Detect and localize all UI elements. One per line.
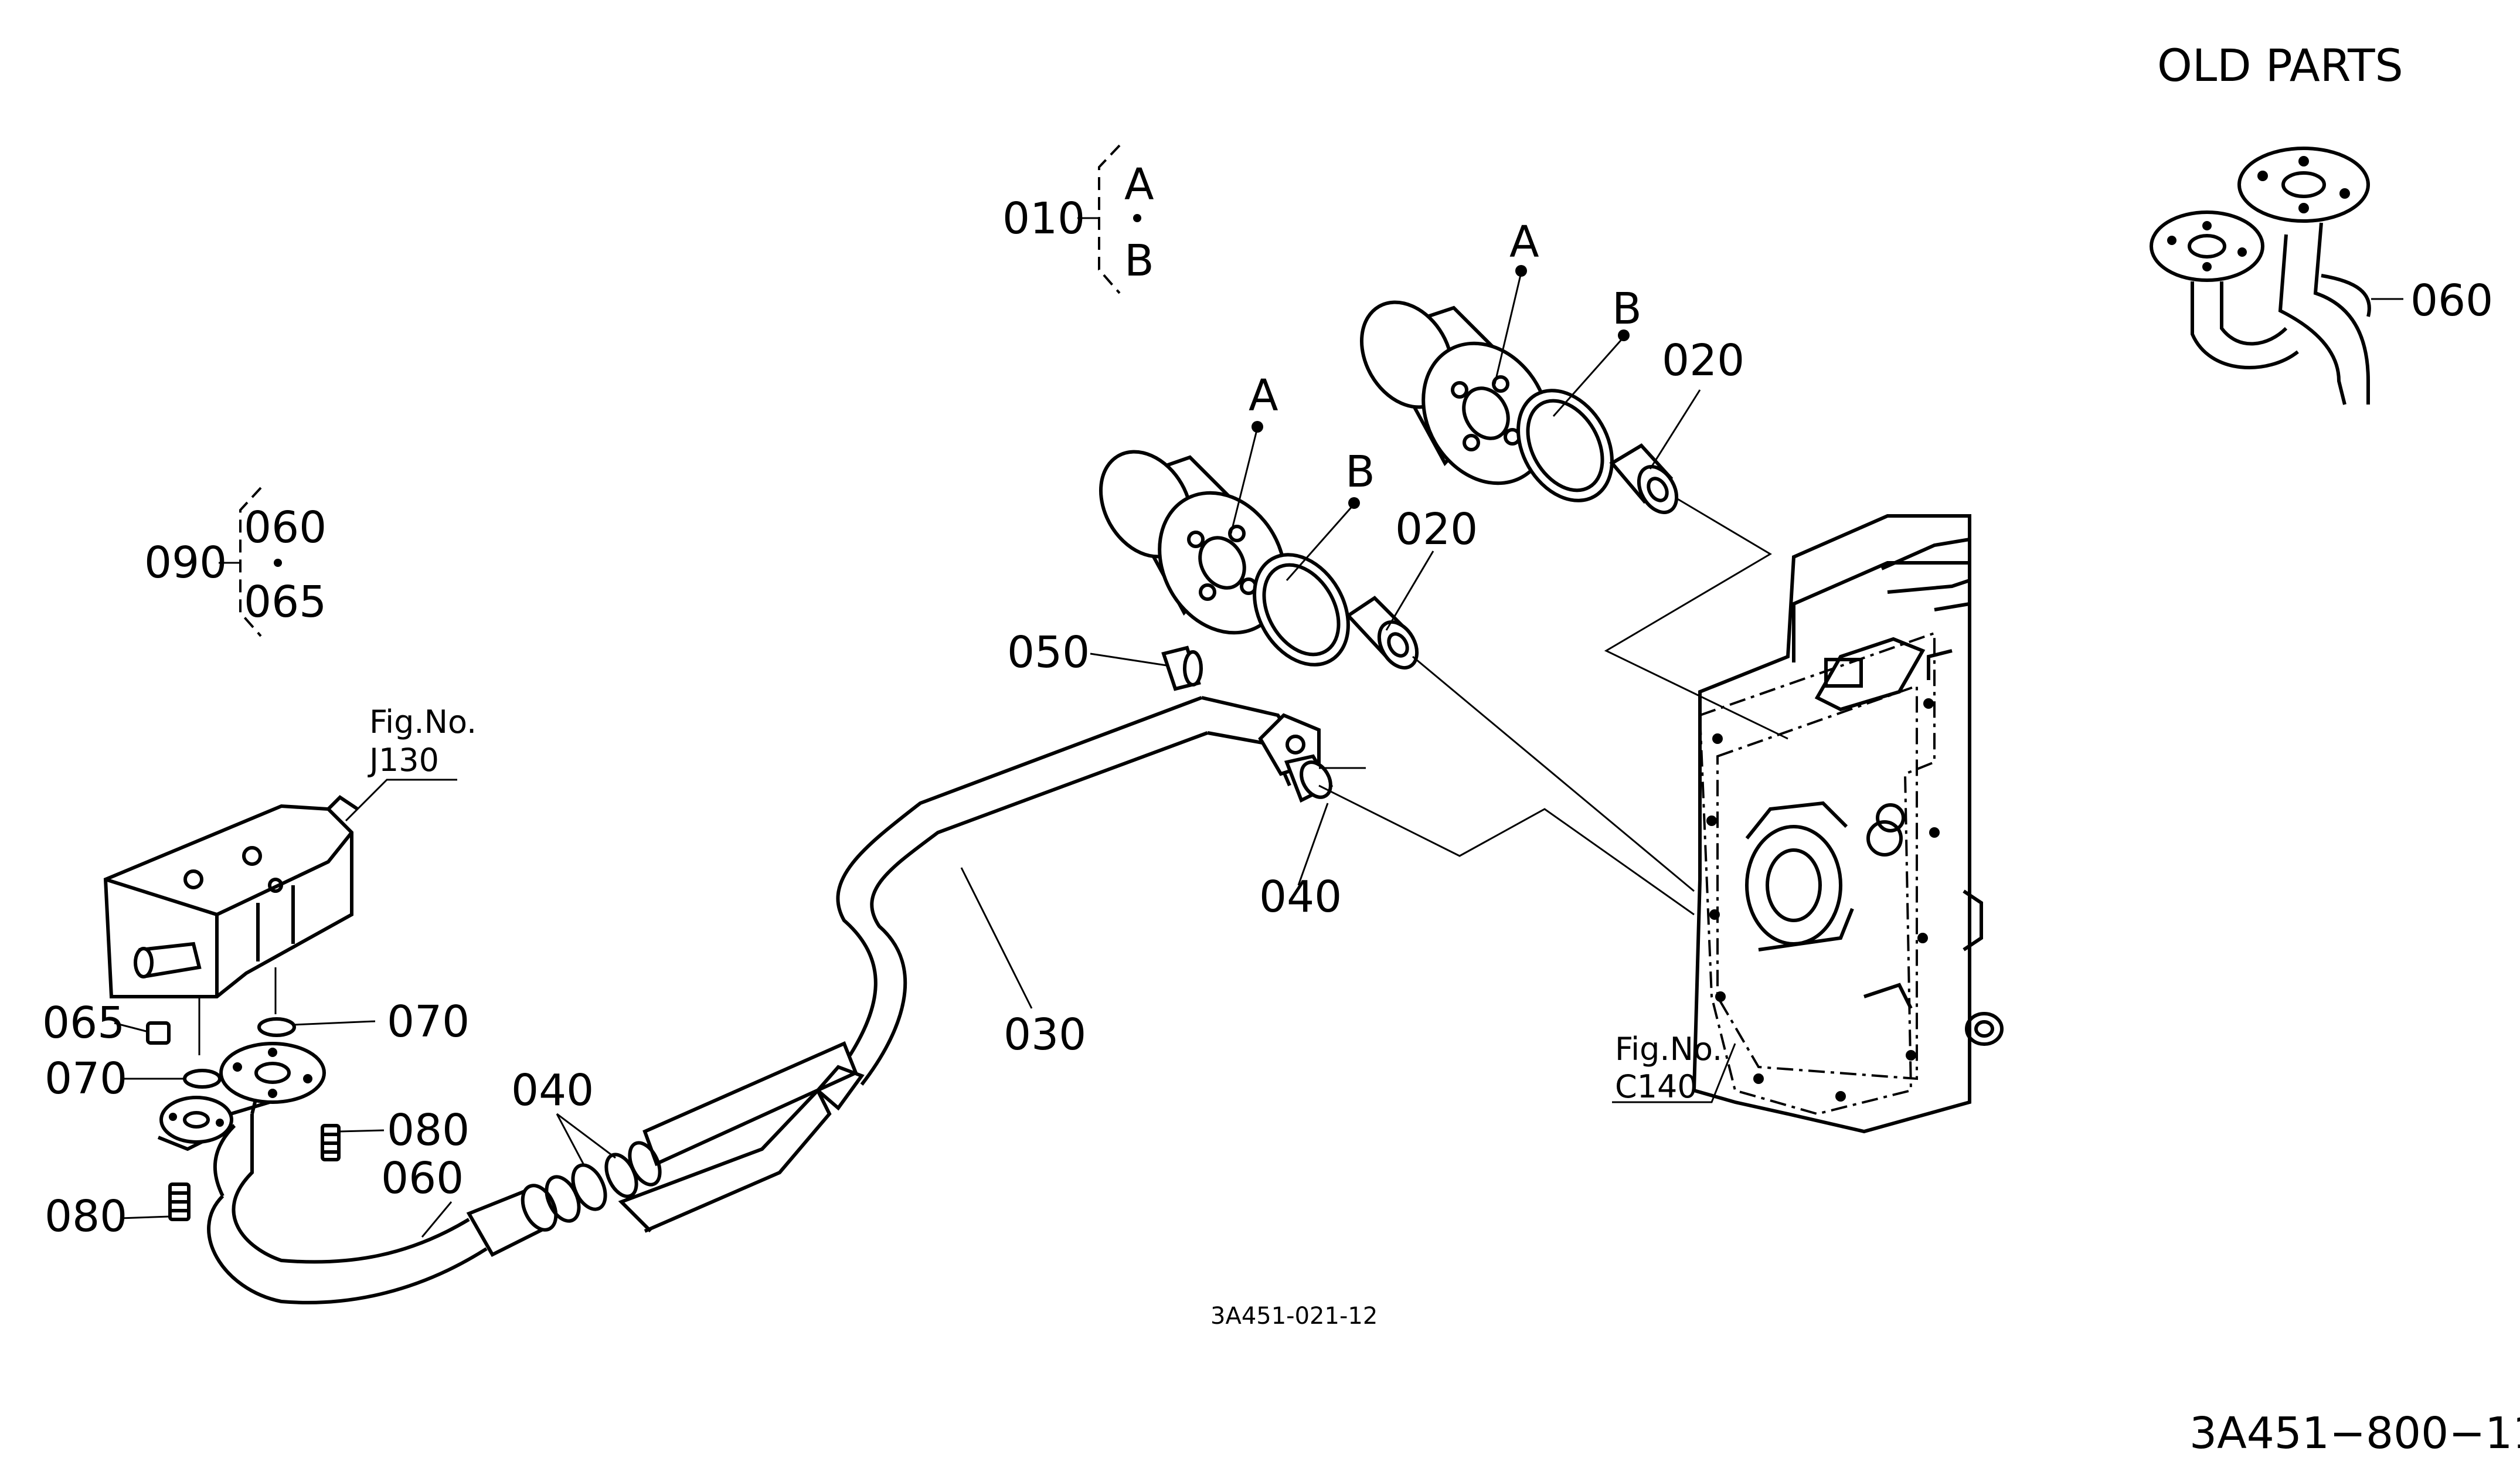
label-filter-lower-020: 020 — [1395, 504, 1478, 555]
label-040-right: 040 — [1259, 872, 1342, 922]
ref-c140-line2: C140 — [1615, 1068, 1698, 1105]
drawing-code: 3A451-021-12 — [1210, 1303, 1378, 1330]
transmission-housing — [1692, 514, 2004, 1134]
oil-filter-upper — [1359, 300, 1550, 485]
suction-pipe — [157, 1042, 488, 1304]
ref-j130-line1: Fig.No. — [369, 704, 477, 740]
label-090: 090 — [144, 538, 227, 588]
old-parts-pipe — [2150, 147, 2371, 405]
o-ring-070-left — [183, 1069, 222, 1089]
bolt-080-left — [168, 1182, 191, 1221]
label-filter-lower-b: B — [1345, 447, 1375, 497]
hydraulic-pump — [103, 795, 359, 1055]
label-010-b: B — [1124, 236, 1154, 286]
label-010-a: A — [1124, 159, 1154, 210]
bolt-080-right — [321, 1124, 341, 1161]
filter-gasket-lower — [1253, 553, 1350, 667]
label-040-left: 040 — [511, 1065, 594, 1116]
plug-065 — [146, 1021, 171, 1045]
label-080-right: 080 — [387, 1105, 470, 1156]
old-parts-heading: OLD PARTS — [2157, 39, 2403, 91]
o-ring-070-right — [257, 1017, 296, 1037]
label-090-065: 065 — [244, 577, 327, 627]
filter-nipple-upper — [1609, 443, 1679, 514]
label-010: 010 — [1002, 193, 1085, 244]
label-090-060: 060 — [244, 502, 327, 553]
label-030: 030 — [1004, 1010, 1086, 1060]
delivery-pipe — [618, 696, 1334, 1233]
label-filter-upper-020: 020 — [1662, 335, 1744, 386]
ref-j130-line2: J130 — [368, 742, 439, 779]
label-065: 065 — [42, 998, 125, 1048]
label-070-left: 070 — [45, 1054, 127, 1104]
label-060: 060 — [381, 1153, 464, 1204]
filter-gasket-upper — [1516, 389, 1614, 502]
filter-nipple-lower — [1345, 596, 1419, 670]
ref-c140-line1: Fig.No. — [1615, 1031, 1722, 1068]
assembly-line-filter-upper — [1604, 497, 1788, 740]
label-070-right: 070 — [387, 997, 470, 1047]
label-050: 050 — [1007, 627, 1090, 678]
sheet-code: 3A451−800−11 — [2189, 1408, 2520, 1459]
label-filter-upper-b: B — [1612, 284, 1642, 334]
label-filter-upper-a: A — [1509, 217, 1539, 267]
label-old-060: 060 — [2410, 276, 2493, 326]
assembly-line-filter-lower — [1412, 655, 1695, 892]
label-080-left: 080 — [45, 1191, 127, 1242]
leader-lines — [114, 144, 2403, 1238]
label-filter-lower-a: A — [1249, 371, 1278, 421]
